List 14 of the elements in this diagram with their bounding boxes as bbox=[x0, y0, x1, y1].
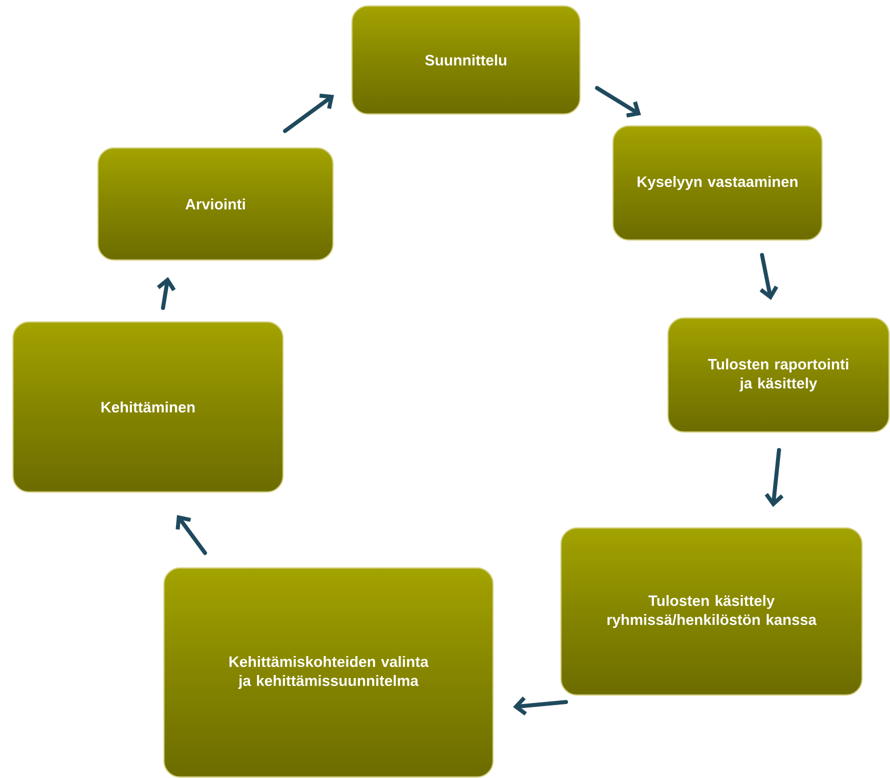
process-box: Kyselyyn vastaaminen bbox=[612, 125, 823, 241]
process-box: Tulosten käsittely ryhmissä/henkilöstön kanssa bbox=[560, 527, 863, 696]
arrow bbox=[513, 696, 568, 716]
arrow bbox=[176, 515, 207, 555]
arrow bbox=[764, 448, 784, 507]
arrow bbox=[283, 94, 334, 133]
process-box: Kehittäminen bbox=[12, 321, 284, 493]
process-box: Arviointi bbox=[97, 147, 334, 261]
arrow bbox=[595, 86, 642, 118]
arrow bbox=[760, 253, 778, 300]
process-box: Kehittämiskohteiden valinta ja kehittämissuunnitelma bbox=[163, 567, 494, 778]
arrow bbox=[156, 277, 176, 310]
process-box: Suunnittelu bbox=[351, 5, 581, 115]
process-box: Tulosten raportointi ja käsittely bbox=[667, 317, 890, 433]
